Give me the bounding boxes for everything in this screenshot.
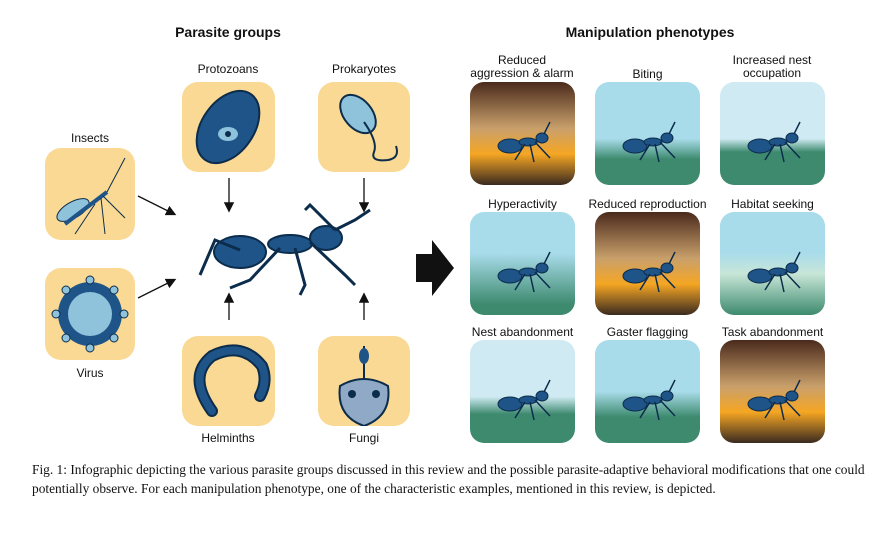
ant-icon [497, 251, 551, 293]
parasite-groups-title: Parasite groups [175, 24, 281, 40]
phenotype-label: Reduced reproduction [588, 197, 707, 211]
phenotype-tile [470, 82, 575, 185]
phenotype-tile [720, 212, 825, 315]
arrows [137, 178, 370, 320]
ant-icon [747, 379, 801, 421]
label-virus: Virus [76, 366, 104, 380]
label-fungi: Fungi [348, 431, 380, 445]
ant-icon [747, 121, 801, 163]
phenotype-tile [470, 212, 575, 315]
phenotype-tile [470, 340, 575, 443]
phenotype-label: Task abandonment [721, 325, 824, 339]
fungus-infected-ant-head-icon [338, 346, 390, 426]
phenotype-label: Biting [632, 67, 663, 81]
phenotype-tile [720, 340, 825, 443]
helminth-icon [193, 344, 271, 417]
virus-tile [45, 268, 135, 360]
ant-icon [622, 379, 676, 421]
insects-tile [45, 148, 135, 240]
virus-icon [51, 275, 129, 353]
central-ant-with-arrows [137, 178, 371, 320]
phenotype-tile [720, 82, 825, 185]
phenotype-tile [595, 82, 700, 185]
phenotype-label: Reduced aggression & alarm [470, 53, 574, 80]
bacterium-icon [339, 93, 398, 162]
ant-icon [497, 379, 551, 421]
label-insects: Insects [70, 131, 109, 145]
helminths-tile [182, 336, 275, 426]
right-arrow-icon [416, 240, 454, 296]
ant-icon [747, 251, 801, 293]
figure-caption: Fig. 1: Infographic depicting the variou… [32, 462, 865, 496]
ant-icon [198, 202, 371, 296]
phenotype-label: Nest abandonment [471, 325, 574, 339]
manipulation-phenotypes-title: Manipulation phenotypes [565, 24, 735, 40]
ant-icon [622, 251, 676, 293]
label-helminths: Helminths [201, 431, 255, 445]
phenotype-tile [595, 340, 700, 443]
mosquito-icon [56, 157, 126, 235]
phenotype-tile [595, 212, 700, 315]
label-protozoans: Protozoans [197, 62, 259, 76]
label-prokaryotes: Prokaryotes [331, 62, 397, 76]
phenotype-label: Hyperactivity [488, 197, 557, 211]
prokaryotes-tile [318, 82, 410, 172]
phenotype-label: Gaster flagging [606, 325, 689, 339]
protozoans-tile [182, 82, 275, 172]
ant-icon [622, 121, 676, 163]
phenotype-label: Habitat seeking [731, 197, 814, 211]
protozoan-icon [195, 89, 261, 165]
ant-icon [497, 121, 551, 163]
phenotype-label: Increased nest occupation [732, 53, 812, 80]
fungi-tile [318, 336, 410, 426]
